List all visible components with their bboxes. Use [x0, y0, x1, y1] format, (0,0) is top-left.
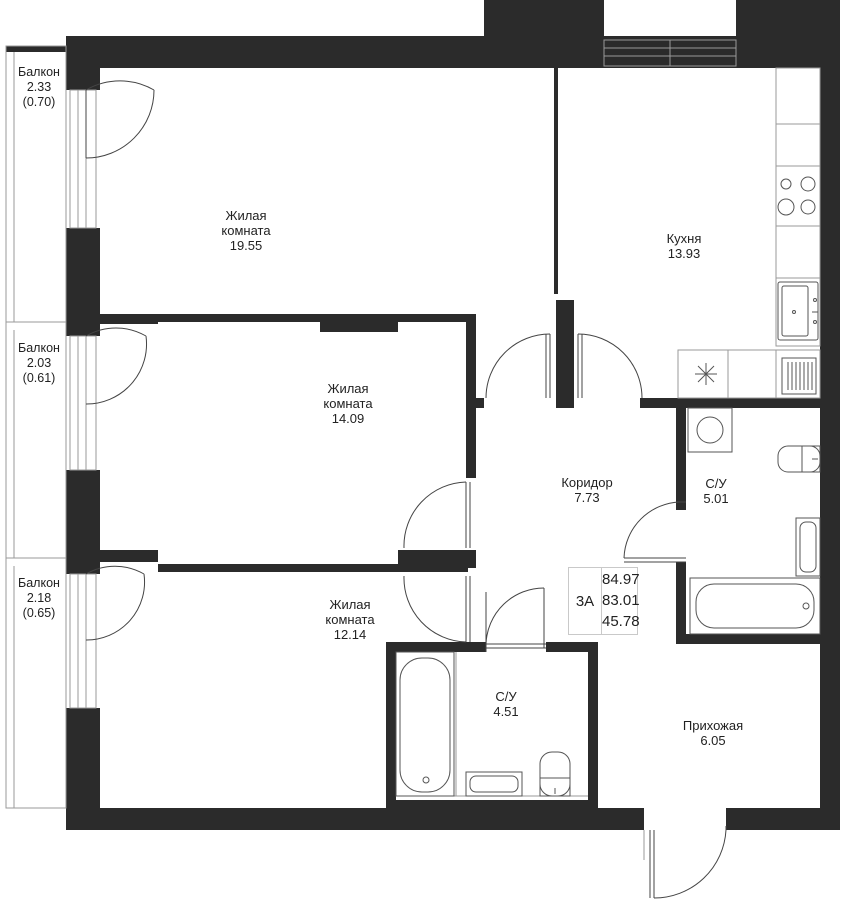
- room-label-living3: Жилая комната 12.14: [312, 597, 388, 642]
- room-label-corridor: Коридор 7.73: [552, 475, 622, 505]
- room-name-2: комната: [325, 612, 375, 627]
- balcony-name: Балкон: [18, 341, 60, 355]
- apartment-summary: 3А 84.97 83.01 45.78: [568, 567, 640, 635]
- balcony-area: 2.03: [26, 356, 52, 370]
- room-area: 5.01: [703, 491, 729, 506]
- room-name: Прихожая: [682, 718, 744, 733]
- room-label-bath2: С/У 4.51: [486, 689, 526, 719]
- balcony-area: 2.18: [26, 591, 52, 605]
- living-area: 45.78: [602, 613, 640, 630]
- room-area: 4.51: [493, 704, 519, 719]
- area-2: 83.01: [602, 592, 640, 609]
- bathroom2-fixtures: [395, 651, 571, 797]
- balcony-reduced-area: (0.70): [22, 95, 56, 109]
- room-name: Жилая: [329, 597, 371, 612]
- room-label-kitchen: Кухня 13.93: [654, 231, 714, 261]
- room-area: 6.05: [700, 733, 726, 748]
- apartment-areas: 84.97 83.01 45.78: [602, 569, 640, 632]
- room-name-2: комната: [323, 396, 373, 411]
- balcony-reduced-area: (0.65): [22, 606, 56, 620]
- balcony-label-3: Балкон 2.18 (0.65): [14, 576, 64, 621]
- apartment-type: 3А: [569, 568, 602, 634]
- bathroom1-fixtures: [687, 407, 821, 635]
- balcony-area: 2.33: [26, 80, 52, 94]
- balcony-reduced-area: (0.61): [22, 371, 56, 385]
- room-label-hall: Прихожая 6.05: [672, 718, 754, 748]
- room-label-living2: Жилая комната 14.09: [310, 381, 386, 426]
- room-name: С/У: [495, 689, 517, 704]
- room-name: Жилая: [225, 208, 267, 223]
- room-name-2: комната: [221, 223, 271, 238]
- room-area: 14.09: [331, 411, 365, 426]
- room-area: 7.73: [574, 490, 600, 505]
- walls: [6, 0, 840, 830]
- balcony-name: Балкон: [18, 576, 60, 590]
- kitchen-fixtures: [695, 176, 819, 395]
- room-label-bath1: С/У 5.01: [696, 476, 736, 506]
- doors: [85, 80, 727, 899]
- balcony-name: Балкон: [18, 65, 60, 79]
- room-name: С/У: [705, 476, 727, 491]
- thin-lines: [5, 39, 821, 860]
- room-name: Кухня: [666, 231, 702, 246]
- room-area: 12.14: [333, 627, 367, 642]
- balcony-label-2: Балкон 2.03 (0.61): [14, 341, 64, 386]
- room-area: 19.55: [229, 238, 263, 253]
- room-area: 13.93: [667, 246, 701, 261]
- room-name: Коридор: [561, 475, 613, 490]
- total-area: 84.97: [602, 571, 640, 588]
- room-label-living1: Жилая комната 19.55: [208, 208, 284, 253]
- room-name: Жилая: [327, 381, 369, 396]
- balcony-label-1: Балкон 2.33 (0.70): [14, 65, 64, 110]
